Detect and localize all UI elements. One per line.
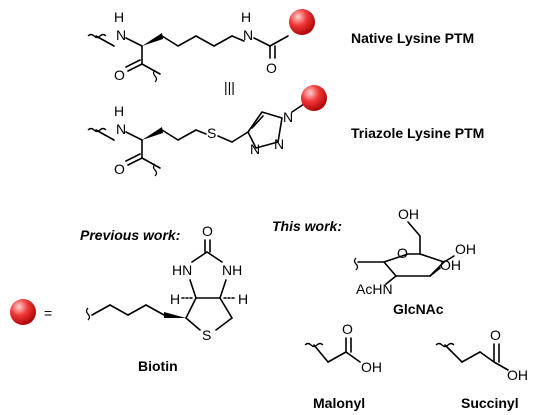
wavy-bond <box>87 127 107 133</box>
native-nh-n: N <box>116 27 126 43</box>
biotin-o: O <box>202 223 213 239</box>
biotin-wedge-bond <box>164 312 186 318</box>
ptm-sphere-native <box>289 9 315 35</box>
triazole-wedge-bond <box>142 127 163 140</box>
native-nh-h: H <box>114 9 124 25</box>
this-work-heading: This work: <box>272 218 342 234</box>
glcnac-oh-right1: OH <box>455 241 476 257</box>
malonyl-structure: O OH <box>304 321 382 375</box>
wavy-bond <box>152 163 158 177</box>
wavy-bond <box>152 69 158 83</box>
malonyl-oh: OH <box>361 359 382 375</box>
biotin-hn-left: HN <box>172 262 192 278</box>
succinyl-o: O <box>490 327 501 343</box>
glcnac-label: GlcNAc <box>393 301 444 317</box>
glcnac-ring-o: O <box>397 245 408 261</box>
triazole-n1: N <box>283 109 293 125</box>
triazole-lysine-label: Triazole Lysine PTM <box>351 125 484 141</box>
equals-sign: = <box>44 305 52 321</box>
glcnac-oh-right2: OH <box>440 257 461 273</box>
triazole-nh-n: N <box>116 121 126 137</box>
triazole-nh-h: H <box>114 103 124 119</box>
wavy-bond <box>435 342 455 348</box>
biotin-h-right: H <box>238 291 248 307</box>
biotin-structure: O HN NH H H S <box>85 223 248 343</box>
biotin-nh-right: NH <box>222 262 242 278</box>
wavy-bond <box>304 342 324 348</box>
native-carbonyl-o: O <box>114 67 125 83</box>
glcnac-achn: AcHN <box>356 281 393 297</box>
biotin-s: S <box>202 327 211 343</box>
previous-work-heading: Previous work: <box>80 227 180 243</box>
native-lysine-label: Native Lysine PTM <box>351 30 474 46</box>
triazole-thioether-s: S <box>207 125 216 141</box>
triazole-n3: N <box>250 141 260 157</box>
succinyl-label: Succinyl <box>461 395 519 411</box>
triazole-lysine-structure: H N S N N N O <box>87 85 327 177</box>
malonyl-o: O <box>342 321 353 337</box>
wavy-bond <box>87 33 107 39</box>
native-amide-o: O <box>266 60 277 76</box>
native-amide-h: H <box>241 9 251 25</box>
glcnac-structure: OH O OH OH AcHN <box>353 206 476 297</box>
native-amide-n: N <box>243 27 253 43</box>
triazole-carbonyl-o: O <box>114 161 125 177</box>
malonyl-label: Malonyl <box>313 395 365 411</box>
ptm-sphere-triazole <box>301 85 327 111</box>
triazole-n2: N <box>274 136 284 152</box>
triazole-ring <box>247 111 283 149</box>
biotin-label: Biotin <box>138 358 178 374</box>
wavy-bond <box>353 257 359 271</box>
glcnac-oh-top: OH <box>398 206 419 222</box>
native-wedge-bond <box>142 33 163 46</box>
biotin-h-left: H <box>170 291 180 307</box>
succinyl-oh: OH <box>507 367 528 383</box>
succinyl-structure: O OH <box>435 327 528 383</box>
wavy-bond <box>85 307 91 321</box>
native-lysine-structure: H N H N O O <box>87 9 315 83</box>
equivalence-symbol: ||| <box>224 79 235 95</box>
ptm-sphere-legend <box>10 299 36 325</box>
